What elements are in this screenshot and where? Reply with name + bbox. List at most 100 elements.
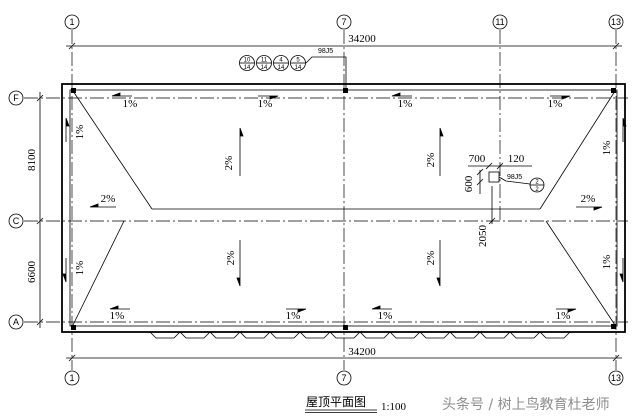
drainage-arrow bbox=[286, 308, 307, 313]
drawing-title-name: 屋顶平面图 bbox=[306, 395, 366, 409]
drainage-arrow bbox=[622, 117, 627, 142]
roof-drain bbox=[611, 88, 616, 93]
dimension-ticks bbox=[36, 94, 44, 326]
slope-hip-right: 2% bbox=[581, 193, 596, 205]
drainage-arrow bbox=[109, 305, 130, 310]
detail-index-sheet: 2 bbox=[535, 187, 539, 193]
axis-bubble-top-7 bbox=[336, 14, 352, 30]
drainage-arrow bbox=[576, 206, 603, 211]
callout-leader bbox=[305, 56, 347, 88]
dimension-ticks bbox=[485, 162, 504, 170]
axis-label-left-f: F bbox=[13, 93, 19, 103]
roof-drain bbox=[343, 88, 348, 93]
dimension-ticks bbox=[488, 217, 496, 225]
slope-bottom-4: 1% bbox=[556, 310, 571, 322]
axis-label-left-c: C bbox=[13, 216, 20, 226]
drainage-arrow bbox=[391, 92, 412, 97]
slope-labels: 1% 1% 1% 1% 1% 1% 1% 1% 1% 1% 1% 1% 2% 2… bbox=[74, 98, 613, 322]
drainage-arrows bbox=[62, 92, 627, 313]
callout-leader bbox=[498, 176, 531, 185]
opening-width-2: 120 bbox=[508, 153, 525, 165]
slope-top-1: 1% bbox=[123, 98, 138, 110]
axis-bubble-top-13 bbox=[608, 14, 624, 30]
drainage-arrow bbox=[62, 258, 67, 283]
axis-bubble-top-11 bbox=[492, 14, 508, 30]
roof-drain bbox=[611, 324, 616, 329]
drawing-title: 屋顶平面图 1:100 bbox=[305, 395, 407, 413]
roof-opening bbox=[488, 171, 500, 183]
dimension-ticks bbox=[68, 42, 620, 50]
slope-right-lower: 1% bbox=[601, 255, 613, 270]
slope-roof-upper-left: 2% bbox=[223, 156, 235, 171]
axis-bubble-left-f bbox=[8, 90, 24, 106]
detail-index-number: 5 bbox=[296, 58, 300, 64]
hip-line-left-upper bbox=[72, 90, 153, 210]
drainage-arrow bbox=[89, 203, 116, 208]
slope-roof-upper-right: 2% bbox=[425, 153, 437, 168]
slope-bottom-2: 1% bbox=[286, 310, 301, 322]
drainage-arrow bbox=[65, 117, 70, 142]
hip-line-right-upper bbox=[539, 90, 616, 210]
drainage-arrow bbox=[258, 95, 279, 100]
axis-label-bottom-1: 1 bbox=[69, 373, 74, 383]
roof-parapet-inner bbox=[69, 89, 618, 327]
slope-left-lower: 1% bbox=[74, 261, 86, 276]
detail-index-sheet: 14 bbox=[261, 65, 268, 71]
drainage-arrow bbox=[436, 240, 441, 287]
drainage-arrow bbox=[111, 92, 132, 97]
callout-roof-edge: 98J5 10 14 11 14 4 14 5 14 bbox=[239, 48, 347, 88]
drainage-arrow bbox=[619, 258, 624, 283]
axis-bubble-left-a bbox=[8, 314, 24, 330]
slope-right-upper: 1% bbox=[601, 141, 613, 156]
detail-index-number: 2 bbox=[535, 180, 539, 186]
axis-label-top-7: 7 bbox=[341, 17, 346, 27]
dimension-bottom: 34200 bbox=[66, 346, 622, 362]
axis-label-left-a: A bbox=[13, 317, 19, 327]
dimension-overall-top: 34200 bbox=[348, 33, 376, 45]
drainage-arrow bbox=[550, 95, 571, 100]
axis-bubbles-bottom: 1 7 13 bbox=[64, 370, 624, 386]
slope-hip-left: 2% bbox=[101, 193, 116, 205]
axis-label-top-11: 11 bbox=[495, 17, 504, 27]
slope-roof-lower-right: 2% bbox=[425, 251, 437, 266]
drainage-arrow bbox=[371, 305, 392, 310]
roof-drain bbox=[71, 88, 76, 93]
callout-standard: 98J5 bbox=[318, 48, 333, 55]
opening-height: 600 bbox=[463, 175, 475, 192]
slope-top-3: 1% bbox=[398, 98, 413, 110]
axis-label-top-13: 13 bbox=[611, 17, 621, 27]
axis-bubble-bottom-7 bbox=[336, 370, 352, 386]
axis-bubble-top-1 bbox=[64, 14, 80, 30]
axis-bubble-bottom-1 bbox=[64, 370, 80, 386]
axis-bubble-left-c bbox=[8, 213, 24, 229]
gutter-edge bbox=[149, 331, 571, 339]
slope-top-4: 1% bbox=[548, 98, 563, 110]
roof-drain bbox=[343, 325, 348, 330]
slope-bottom-1: 1% bbox=[110, 310, 125, 322]
grid-lines bbox=[24, 30, 628, 370]
detail-index-number: 11 bbox=[261, 58, 268, 64]
watermark: 头条号 / 树上鸟教育杜老师 bbox=[442, 396, 610, 413]
detail-index-number: 4 bbox=[279, 58, 283, 64]
axis-bubble-bottom-13 bbox=[608, 370, 624, 386]
opening-offset: 2050 bbox=[477, 225, 489, 248]
drainage-arrow bbox=[239, 127, 244, 176]
roof-drains bbox=[71, 88, 616, 330]
drainage-arrow bbox=[236, 240, 241, 287]
dimension-bay-lower: 6600 bbox=[26, 261, 38, 284]
opening-width-1: 700 bbox=[469, 153, 486, 165]
slope-roof-lower-left: 2% bbox=[225, 251, 237, 266]
roof-ridges bbox=[72, 90, 616, 326]
axis-label-bottom-13: 13 bbox=[611, 373, 621, 383]
roof-drain bbox=[71, 325, 76, 330]
axis-bubbles-top: 1 7 11 13 bbox=[64, 14, 624, 30]
dimension-ticks bbox=[68, 354, 620, 362]
slope-top-2: 1% bbox=[258, 98, 273, 110]
callout-standard: 98J5 bbox=[507, 174, 522, 181]
axis-label-top-1: 1 bbox=[69, 17, 74, 27]
drawing-scale: 1:100 bbox=[381, 401, 407, 413]
detail-index-sheet: 14 bbox=[295, 65, 302, 71]
detail-index-sheet: 14 bbox=[278, 65, 285, 71]
dimension-left: 8100 6600 bbox=[26, 92, 44, 328]
